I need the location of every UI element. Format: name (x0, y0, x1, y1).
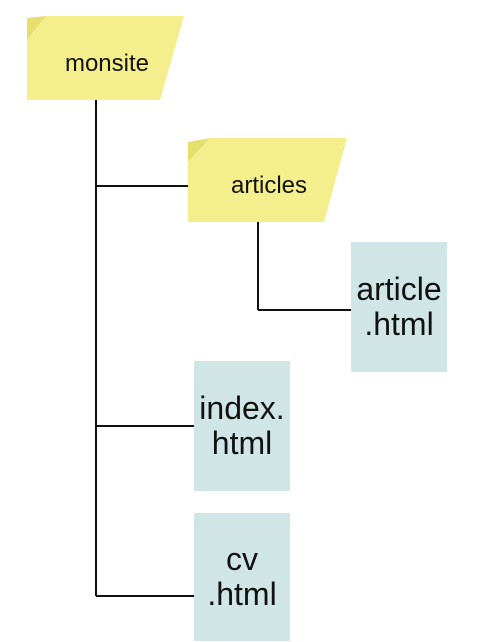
folder-articles-label: articles (230, 172, 308, 199)
folder-monsite-icon (27, 16, 184, 100)
folder-monsite-label: monsite (64, 50, 150, 77)
file-cv-html: cv .html (194, 513, 290, 641)
file-cv-line2: .html (207, 576, 277, 612)
file-index-line1: index. (199, 389, 285, 426)
file-index-line2: html (211, 425, 273, 461)
folder-articles-icon (188, 138, 347, 222)
connector-lines (95, 100, 351, 597)
file-index-html: index. html (194, 361, 290, 491)
file-article-line2: .html (364, 306, 434, 342)
file-article-line1: article (356, 270, 442, 307)
file-article-html: article .html (351, 242, 447, 372)
file-cv-line1: cv (226, 540, 258, 577)
